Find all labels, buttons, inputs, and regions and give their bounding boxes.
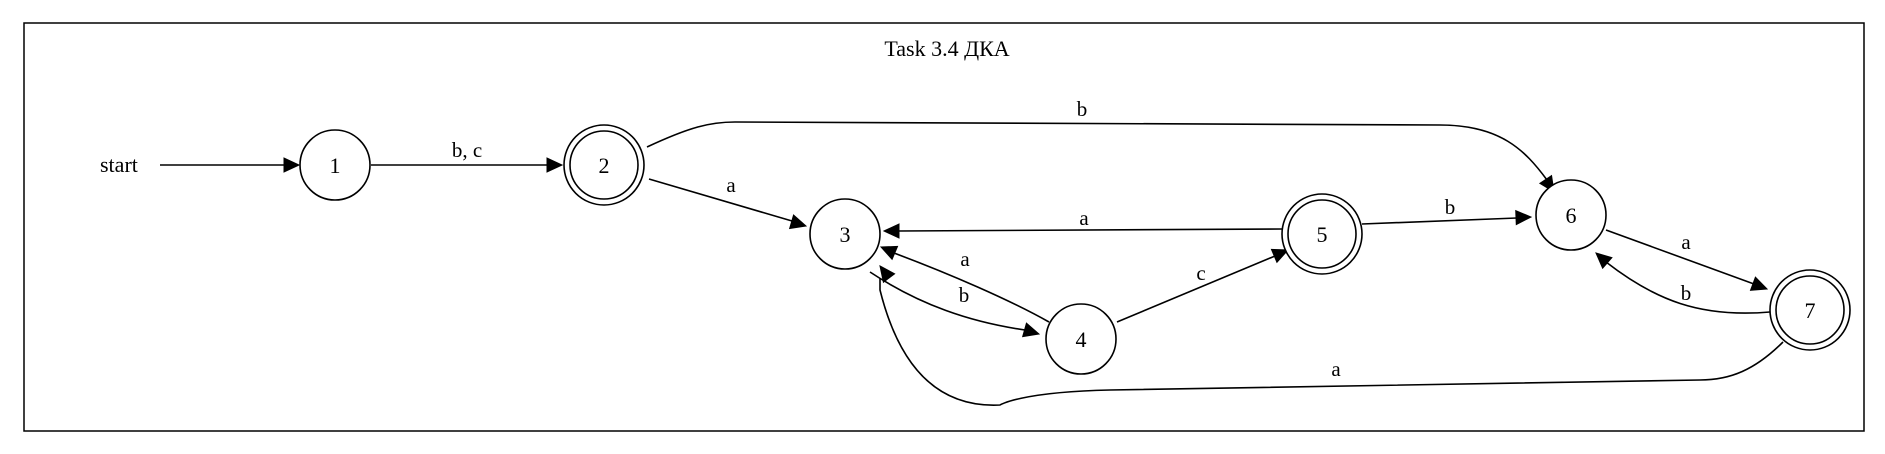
transition-4-3-label: a [960, 247, 970, 271]
transition-5-6: b [1361, 195, 1533, 226]
transition-5-3: a [882, 206, 1283, 239]
state-3-label: 3 [840, 222, 851, 247]
state-2-label: 2 [599, 153, 610, 178]
state-7-label: 7 [1805, 298, 1816, 323]
transition-1-2-label: b, c [452, 138, 482, 162]
state-1-label: 1 [330, 153, 341, 178]
transition-7-6-line [1605, 261, 1771, 314]
transition-1-2: b, c [371, 138, 564, 173]
state-4: 4 [1045, 303, 1117, 375]
transition-4-5-label: c [1196, 261, 1205, 285]
transition-7-6: b [1595, 252, 1771, 314]
states-group: 1 2 3 4 5 6 7 [299, 124, 1851, 375]
transition-2-6-line [646, 121, 1548, 181]
state-7-inner-ring [1775, 275, 1845, 345]
state-2: 2 [563, 124, 645, 206]
state-5: 5 [1281, 193, 1363, 275]
state-5-inner-ring [1287, 199, 1357, 269]
transition-5-6-label: b [1445, 195, 1456, 219]
transition-3-4-line [869, 271, 1026, 331]
state-7: 7 [1769, 269, 1851, 351]
transition-3-4-label: b [959, 283, 970, 307]
transition-2-3-arrowhead [788, 214, 808, 230]
state-2-inner-ring [569, 130, 639, 200]
transition-2-3: a [648, 173, 808, 230]
transition-2-6-label: b [1077, 97, 1088, 121]
transition-5-6-arrowhead [1515, 209, 1533, 226]
transition-7-3: a [879, 265, 1784, 406]
transition-5-6-line [1361, 217, 1518, 225]
transition-6-7-arrowhead [1749, 276, 1769, 291]
transition-5-3-line [897, 228, 1283, 232]
transition-4-3-line [893, 252, 1050, 323]
state-1-circle [299, 129, 371, 201]
transition-4-5-arrowhead [1270, 248, 1290, 264]
transition-6-7-line [1605, 229, 1755, 285]
state-5-label: 5 [1317, 222, 1328, 247]
transition-4-5: c [1116, 248, 1290, 323]
transition-3-4-arrowhead [1021, 322, 1041, 338]
transition-2-3-line [648, 178, 793, 222]
transition-7-3-arrowhead [879, 265, 896, 284]
transition-4-5-line [1116, 255, 1276, 323]
transition-3-4: b [869, 271, 1041, 338]
transition-7-6-label: b [1681, 281, 1692, 305]
state-6: 6 [1535, 179, 1607, 251]
start-arrow-head [283, 157, 301, 173]
transition-7-3-label: a [1331, 357, 1341, 381]
transition-6-7: a [1605, 229, 1769, 291]
start-label: start [100, 152, 138, 177]
transition-6-7-label: a [1681, 230, 1691, 254]
state-1: 1 [299, 129, 371, 201]
state-3: 3 [809, 198, 881, 270]
diagram-title: Task 3.4 ДКА [884, 36, 1009, 61]
state-4-circle [1045, 303, 1117, 375]
transition-5-3-arrowhead [882, 223, 900, 239]
state-6-circle [1535, 179, 1607, 251]
state-6-label: 6 [1566, 203, 1577, 228]
state-4-label: 4 [1076, 327, 1087, 352]
transition-4-3-arrowhead [879, 245, 899, 261]
transition-1-2-arrowhead [546, 157, 564, 173]
transition-5-3-label: a [1079, 206, 1089, 230]
transition-2-3-label: a [726, 173, 736, 197]
transition-4-3: a [879, 245, 1050, 323]
transition-7-6-arrowhead [1595, 252, 1613, 270]
state-3-circle [809, 198, 881, 270]
transition-7-3-line [879, 278, 1784, 406]
